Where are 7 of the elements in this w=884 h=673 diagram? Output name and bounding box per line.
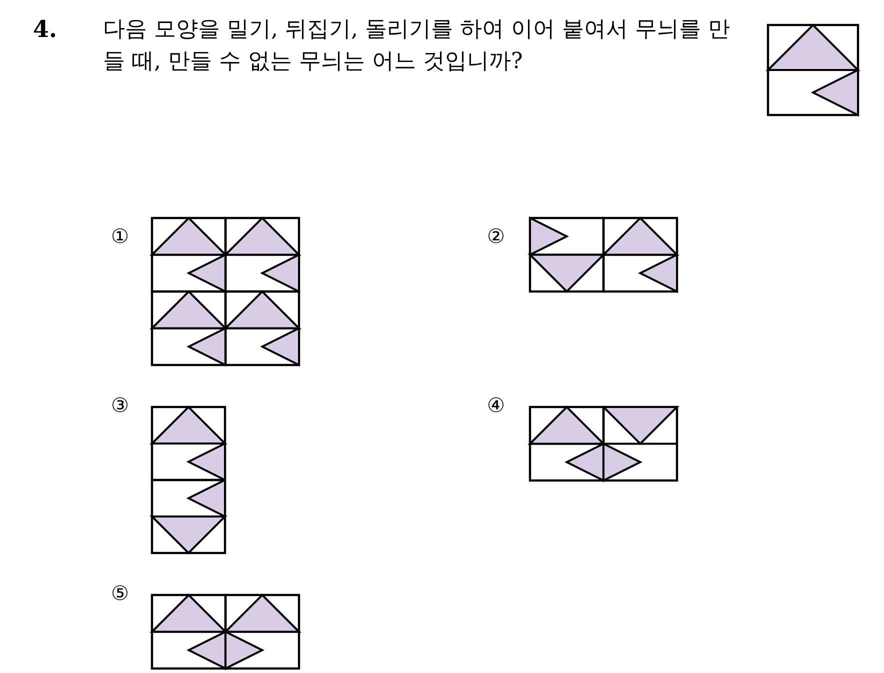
choice-number: ④ [487, 393, 505, 417]
choice-number: ③ [111, 393, 129, 417]
choice-number: ⑤ [111, 581, 129, 605]
question-text: 다음 모양을 밀기, 뒤집기, 돌리기를 하여 이어 붙여서 무늬를 만들 때, 만들 수 없는 무늬는 어느 것입니까? [103, 16, 731, 76]
question-number: 4. [33, 16, 58, 43]
choice-number: ① [111, 224, 129, 248]
choice-number: ② [487, 224, 505, 248]
